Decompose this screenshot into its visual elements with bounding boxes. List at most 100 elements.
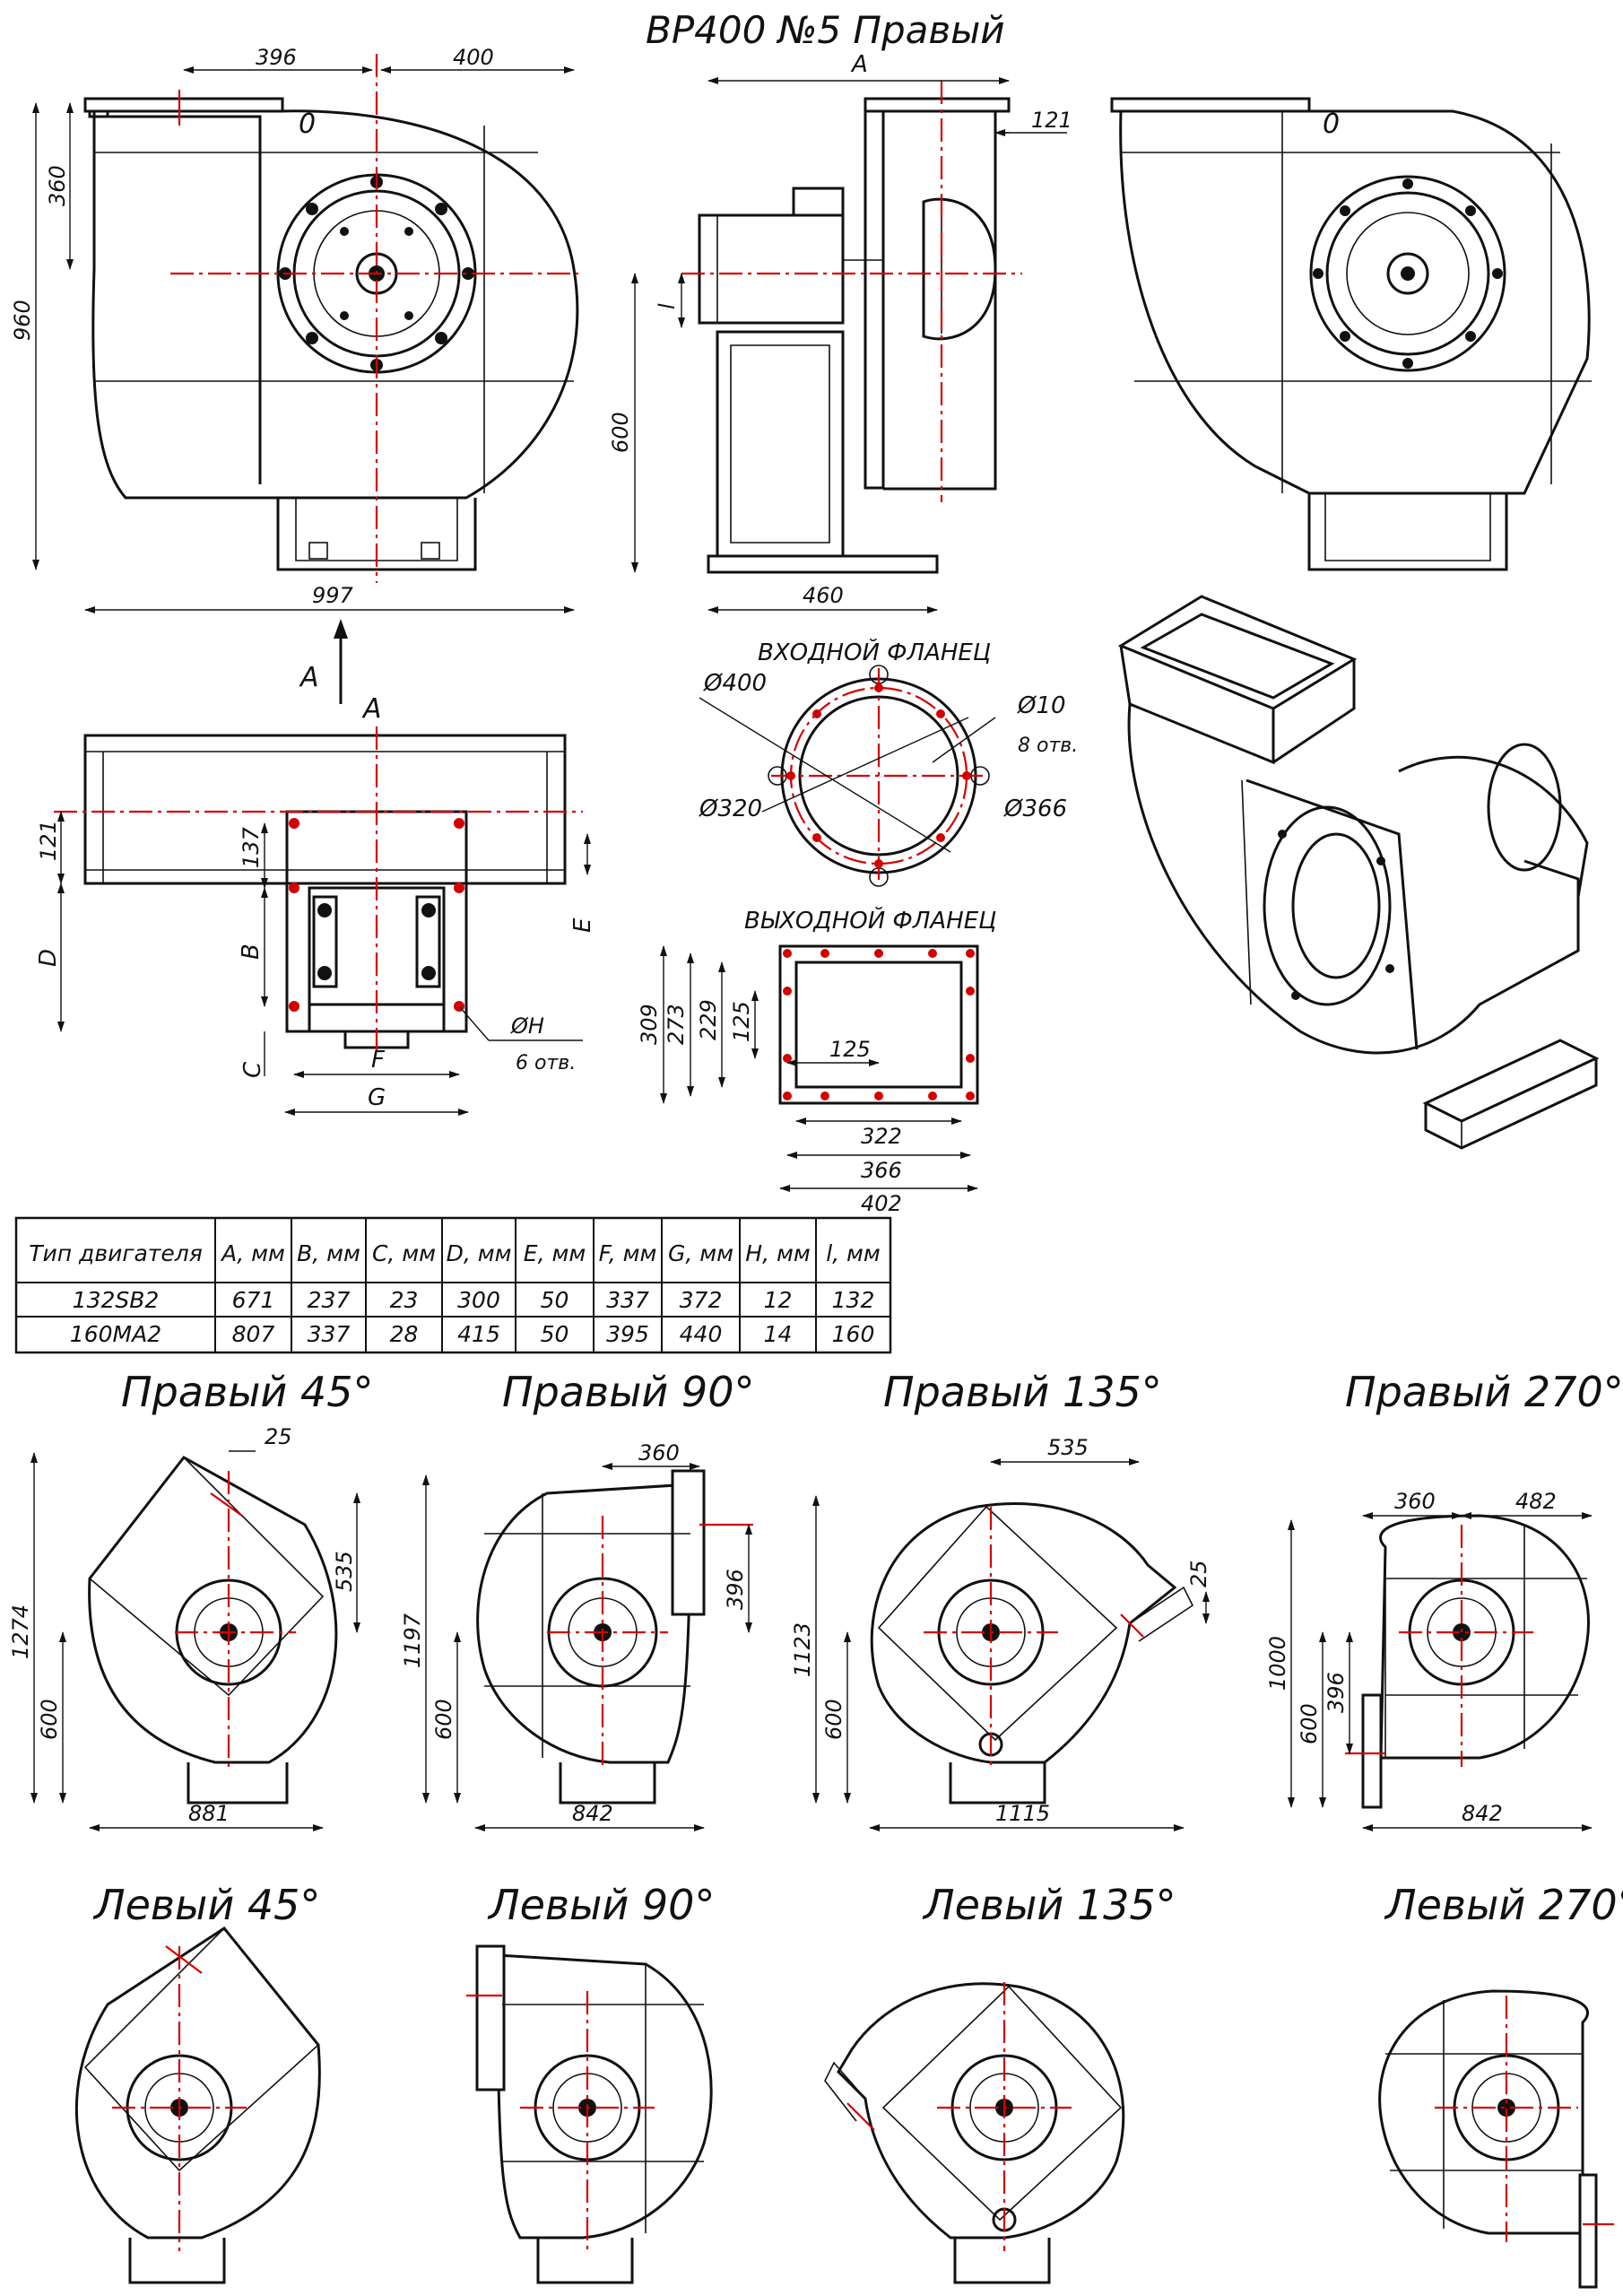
side-dim-460: 460 [803,583,844,608]
bottom-dim-F: F [371,1047,386,1074]
bottom-dim-D: D [35,949,62,967]
r90-dim-600: 600 [431,1699,456,1740]
outlet-flange-title: ВЫХОДНОЙ ФЛАНЕЦ [744,906,996,935]
table-cell: 337 [308,1321,351,1347]
table-header-cell: G, мм [668,1240,733,1266]
variant-right-90-title: Правый 90° [502,1368,754,1416]
variant-right-45-title: Правый 45° [121,1368,373,1416]
table-header-cell: Е, мм [524,1240,586,1266]
r90-dim-396: 396 [723,1569,748,1610]
inlet-dim-10: Ø10 [1017,692,1066,719]
inlet-bolt-holes [786,683,971,868]
variant-right-270-title: Правый 270° [1345,1368,1623,1416]
outlet-dim-309: 309 [637,1004,662,1045]
table-cell: 395 [606,1321,649,1347]
table-cell: 237 [308,1287,351,1313]
rear-view: 0 [1110,97,1592,571]
variant-left-270 [1378,1989,1614,2289]
variant-right-135: 535 1123 25 600 1115 [790,1435,1211,1831]
variants-left: Левый 45° Левый 90° Левый 135° Левый 270… [75,1881,1623,2289]
variant-left-90 [466,1944,713,2284]
variant-right-135-title: Правый 135° [883,1368,1162,1416]
table-cell: 132SB2 [73,1287,160,1313]
table-cell: 300 [457,1287,500,1313]
inlet-flange-title: ВХОДНОЙ ФЛАНЕЦ [758,638,991,666]
r270-dim-482: 482 [1515,1489,1557,1514]
dim-360: 360 [45,165,70,206]
view-label-A: A [361,693,382,725]
variant-left-45 [75,1926,321,2284]
inlet-flange: ВХОДНОЙ ФЛАНЕЦ Ø400 Ø10 8 отв. Ø320 Ø366 [699,638,1078,887]
table-header-cell: H, мм [745,1240,810,1266]
r45-dim-1274: 1274 [8,1605,33,1659]
bottom-dim-OH: ØH [510,1013,544,1039]
table-cell: 50 [541,1287,569,1313]
r90-dim-842: 842 [572,1801,613,1826]
variant-right-90: 360 1197 396 600 842 [400,1440,753,1831]
table-cell: 23 [390,1287,419,1313]
table-header-cell: А, мм [220,1240,285,1266]
isometric-view [1117,595,1600,1150]
variant-left-135-title: Левый 135° [922,1881,1176,1929]
table-cell: 807 [232,1321,275,1347]
inlet-dim-400: Ø400 [703,670,767,697]
bottom-dim-B: B [238,944,265,960]
table-cell: 14 [764,1321,793,1347]
outlet-bolt-holes [783,949,975,1100]
table-cell: 160МА2 [70,1321,161,1347]
r45-dim-25: 25 [265,1424,292,1449]
table-cell: 132 [832,1287,875,1313]
inlet-dim-holes: 8 отв. [1018,735,1078,757]
r90-dim-360: 360 [638,1440,680,1465]
r135-dim-535: 535 [1047,1435,1089,1460]
outlet-dim-125-h: 125 [829,1037,871,1062]
r270-dim-1000: 1000 [1265,1636,1290,1691]
rear-label-zero: 0 [1323,109,1340,140]
dim-400: 400 [453,45,494,70]
dim-997: 997 [312,583,354,608]
bottom-dim-E: E [569,918,596,933]
bottom-dim-holes: 6 отв. [516,1052,576,1074]
outlet-dim-125-v: 125 [729,1001,754,1042]
r270-dim-396: 396 [1324,1672,1349,1713]
r45-dim-535: 535 [332,1551,357,1592]
r135-dim-600: 600 [821,1699,846,1740]
drawing-title: ВР400 №5 Правый [646,8,1005,52]
table-cell: 671 [232,1287,275,1313]
r270-dim-842: 842 [1462,1801,1503,1826]
r135-dim-25: 25 [1186,1560,1211,1587]
dim-396: 396 [256,45,297,70]
dim-960: 960 [10,300,35,341]
bottom-dim-137: 137 [239,826,264,868]
variant-left-270-title: Левый 270° [1384,1881,1623,1929]
bottom-dim-C: C [239,1061,266,1078]
outlet-dim-366: 366 [861,1158,902,1183]
front-label-zero: 0 [299,109,316,140]
r270-dim-600: 600 [1297,1703,1322,1744]
outlet-flange: ВЫХОДНОЙ ФЛАНЕЦ 309 273 229 125 125 322 … [637,906,996,1216]
inlet-dim-320: Ø320 [699,796,762,822]
r135-dim-1123: 1123 [790,1622,815,1677]
table-header-cell: С, мм [372,1240,436,1266]
variant-left-45-title: Левый 45° [92,1881,320,1929]
r270-dim-360: 360 [1394,1489,1436,1514]
outlet-dim-322: 322 [861,1124,902,1149]
outlet-dim-402: 402 [861,1191,902,1216]
inlet-dim-366: Ø366 [1003,796,1067,822]
arrow-label-A: A [299,662,319,693]
side-dim-121: 121 [1031,108,1072,133]
bottom-dim-G: G [368,1084,386,1111]
side-dim-600: 600 [608,412,633,453]
outlet-dim-229: 229 [696,999,721,1040]
table-cell: 372 [680,1287,723,1313]
table-cell: 12 [764,1287,793,1313]
variant-right-270: 360 482 1000 396 600 842 [1265,1489,1593,1831]
table-cell: 415 [457,1321,500,1347]
variants-right: Правый 45° Правый 90° Правый 135° Правый… [8,1368,1623,1831]
table-header-cell: l, мм [826,1240,881,1266]
side-dim-l: l [655,303,680,309]
front-view: 0 396 400 360 960 997 [10,45,579,613]
variant-left-135 [824,1982,1125,2284]
